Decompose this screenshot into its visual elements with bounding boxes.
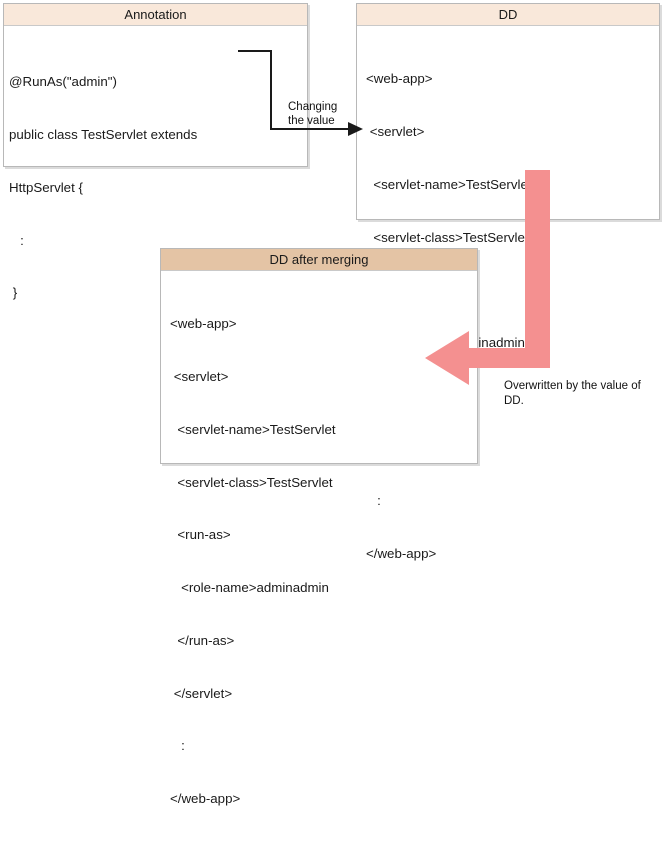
dd-panel: DD <web-app> <servlet> <servlet-name>Tes… xyxy=(356,3,660,561)
code-line: <role-name>adminadmin xyxy=(170,580,329,596)
annotation-panel-code: @RunAs("admin") public class TestServlet… xyxy=(4,26,307,343)
dd-after-merging-panel: DD after merging <web-app> <servlet> <se… xyxy=(160,248,478,806)
code-line: : xyxy=(170,738,185,754)
dd-after-merging-panel-title: DD after merging xyxy=(161,249,477,271)
code-line: <servlet> xyxy=(366,123,425,139)
code-line: <servlet> xyxy=(170,368,229,384)
code-line: </run-as> xyxy=(170,632,235,648)
code-line: <servlet-class>TestServlet xyxy=(170,474,333,490)
code-line: } xyxy=(9,285,18,301)
code-line: <servlet-name>TestServlet xyxy=(366,176,532,192)
code-line: <web-app> xyxy=(170,316,237,332)
changing-the-value-text: Changing the value xyxy=(288,101,338,127)
changing-the-value-label: Changing the value xyxy=(288,100,362,128)
code-line: <web-app> xyxy=(366,71,433,87)
code-line: </servlet> xyxy=(170,685,233,701)
code-line: <servlet-name>TestServlet xyxy=(170,421,336,437)
dd-after-merging-panel-code: <web-app> <servlet> <servlet-name>TestSe… xyxy=(161,271,477,849)
code-line: : xyxy=(9,232,24,248)
code-line: public class TestServlet extends xyxy=(9,126,198,142)
dd-panel-title: DD xyxy=(357,4,659,26)
code-line: </web-app> xyxy=(170,791,241,807)
annotation-panel-title: Annotation xyxy=(4,4,307,26)
code-line: <run-as> xyxy=(170,527,231,543)
code-line: @RunAs("admin") xyxy=(9,74,117,90)
overwritten-by-dd-label: Overwritten by the value of DD. xyxy=(504,380,641,407)
code-line: <servlet-class>TestServlet xyxy=(366,229,529,245)
code-line: HttpServlet { xyxy=(9,179,83,195)
annotation-panel: Annotation @RunAs("admin") public class … xyxy=(3,3,308,300)
